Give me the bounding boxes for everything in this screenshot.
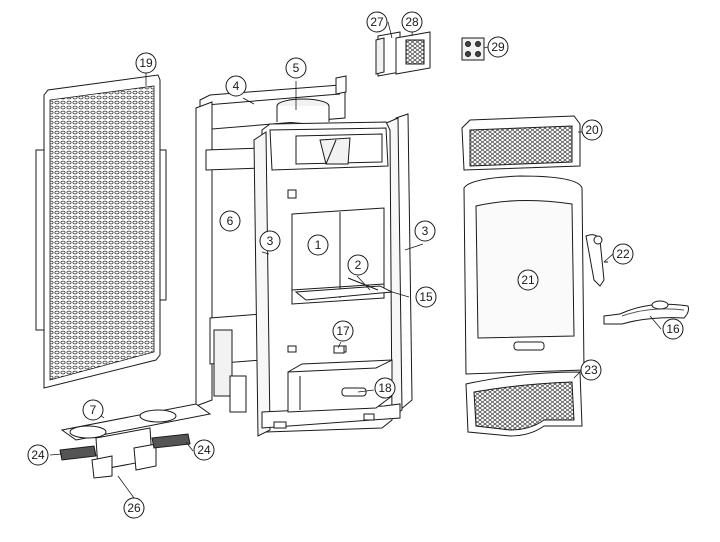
callout-5: 5 — [285, 57, 307, 79]
callout-24: 24 — [27, 444, 49, 466]
callout-number: 4 — [233, 79, 240, 93]
part-27-28-control-module — [375, 31, 431, 77]
callout-number: 2 — [355, 258, 362, 272]
callout-circle — [332, 320, 354, 342]
callout-circle — [415, 286, 437, 308]
callout-17: 17 — [332, 320, 354, 342]
callout-26: 26 — [123, 497, 145, 519]
callout-19: 19 — [135, 52, 157, 74]
callout-number: 21 — [521, 273, 535, 287]
part-22-latch — [585, 234, 608, 287]
callout-20: 20 — [581, 119, 603, 141]
callout-21: 21 — [517, 269, 539, 291]
part-20-top-grill — [461, 115, 581, 171]
callout-circle — [612, 243, 634, 265]
callout-18: 18 — [374, 377, 396, 399]
callout-28: 28 — [401, 11, 423, 33]
callout-number: 20 — [585, 123, 599, 137]
callout-number: 22 — [616, 247, 630, 261]
callout-2: 2 — [347, 254, 369, 276]
callout-circle — [401, 11, 423, 33]
callout-24: 24 — [193, 439, 215, 461]
callout-number: 15 — [419, 290, 433, 304]
callout-4: 4 — [225, 75, 247, 97]
callout-circle — [662, 318, 684, 340]
part-7-base-plate — [60, 403, 212, 441]
callout-16: 16 — [662, 318, 684, 340]
callout-circle — [219, 210, 241, 232]
callout-circle — [225, 75, 247, 97]
callout-3: 3 — [414, 220, 436, 242]
callout-number: 3 — [267, 234, 274, 248]
part-18-ash-drawer — [287, 359, 393, 413]
part-24-feet — [59, 433, 191, 461]
part-16-handle — [603, 300, 689, 325]
callout-22: 22 — [612, 243, 634, 265]
callout-circle — [123, 497, 145, 519]
callout-number: 7 — [90, 403, 97, 417]
callout-number: 3 — [422, 224, 429, 238]
callout-29: 29 — [487, 36, 509, 58]
callout-15: 15 — [415, 286, 437, 308]
callout-circle — [307, 234, 329, 256]
callout-circle — [487, 36, 509, 58]
callout-circle — [347, 254, 369, 276]
callout-circle — [82, 399, 104, 421]
callout-number: 24 — [31, 448, 45, 462]
callout-circle — [517, 269, 539, 291]
part-17-fitting — [333, 345, 345, 354]
callout-circle — [581, 119, 603, 141]
part-5-flue-collar — [276, 98, 330, 122]
callout-circle — [366, 11, 388, 33]
callout-circle — [580, 359, 602, 381]
part-26-bracket — [91, 427, 157, 479]
callout-number: 6 — [227, 214, 234, 228]
callout-6: 6 — [219, 210, 241, 232]
callout-7: 7 — [82, 399, 104, 421]
callout-number: 26 — [127, 501, 141, 515]
callout-number: 16 — [666, 322, 680, 336]
callout-number: 5 — [293, 61, 300, 75]
callout-number: 23 — [584, 363, 598, 377]
callout-circle — [285, 57, 307, 79]
callout-1: 1 — [307, 234, 329, 256]
callout-number: 1 — [315, 238, 322, 252]
callout-number: 18 — [378, 381, 392, 395]
callout-number: 24 — [197, 443, 211, 457]
part-6-side-frame — [195, 101, 263, 413]
callout-circle — [135, 52, 157, 74]
part-23-lower-grill — [465, 371, 583, 437]
callout-circle — [193, 439, 215, 461]
callout-number: 19 — [139, 56, 153, 70]
callout-number: 27 — [370, 15, 384, 29]
callout-circle — [259, 230, 281, 252]
part-19-perforated-panel — [35, 74, 167, 389]
callout-number: 29 — [491, 40, 505, 54]
callout-number: 17 — [336, 324, 350, 338]
callout-circle — [414, 220, 436, 242]
callout-circle — [374, 377, 396, 399]
callout-3: 3 — [259, 230, 281, 252]
callout-circle — [27, 444, 49, 466]
part-29-switch-plate — [461, 37, 485, 61]
callout-23: 23 — [580, 359, 602, 381]
callout-27: 27 — [366, 11, 388, 33]
callout-number: 28 — [405, 15, 419, 29]
